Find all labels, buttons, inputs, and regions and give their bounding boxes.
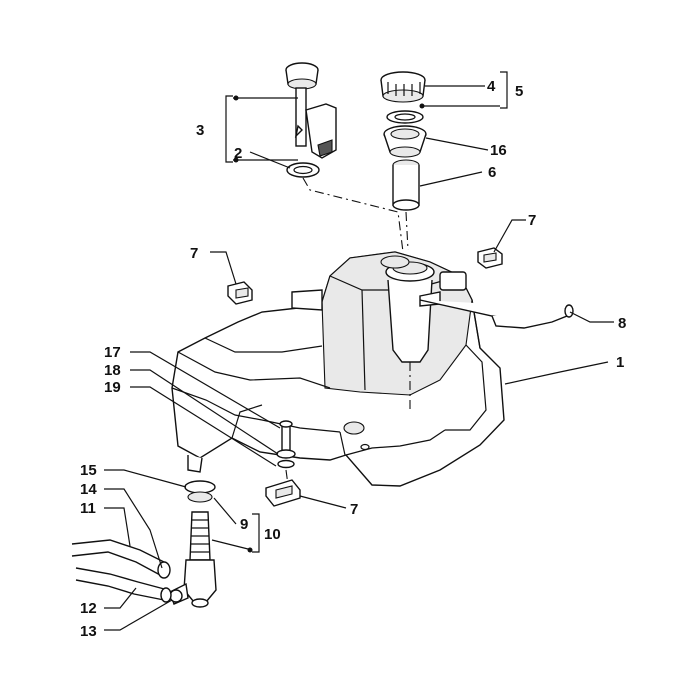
callout-17: 17 (104, 344, 121, 361)
bracket-3 (225, 95, 233, 163)
callout-7-left: 7 (190, 245, 198, 262)
assembly-line-filter (405, 211, 409, 251)
clip-bottom (265, 479, 301, 507)
washer-lower (277, 459, 295, 469)
callout-14: 14 (80, 481, 97, 498)
mounting-screw (279, 420, 293, 452)
assembly-line-screw (285, 469, 289, 486)
leader-lines (104, 85, 614, 631)
fuel-level-sender (285, 62, 337, 159)
bracket-10 (252, 513, 260, 553)
fuel-tap (169, 511, 217, 608)
washer-upper (276, 449, 296, 459)
bracket-5 (500, 71, 508, 109)
callout-5: 5 (515, 83, 523, 100)
callout-19: 19 (104, 379, 121, 396)
leader-dots (233, 95, 425, 553)
callout-15: 15 (80, 462, 97, 479)
tap-gasket (184, 480, 216, 503)
fuel-hose-lower (75, 567, 172, 603)
filler-neck-insert (383, 125, 427, 158)
cap-seal-ring (386, 110, 424, 124)
clip-left (227, 281, 253, 305)
callout-6: 6 (488, 164, 496, 181)
callout-18: 18 (104, 362, 121, 379)
fuel-filter (392, 159, 420, 211)
fuel-tank (171, 251, 505, 487)
callout-7-right: 7 (528, 212, 536, 229)
callout-2: 2 (234, 145, 242, 162)
callout-4: 4 (487, 78, 496, 95)
callout-7-bottom: 7 (350, 501, 358, 518)
callout-11: 11 (80, 500, 96, 517)
callout-9: 9 (240, 516, 248, 533)
callout-8: 8 (618, 315, 626, 332)
callout-3: 3 (196, 122, 204, 139)
callout-12: 12 (80, 600, 97, 617)
clip-right (477, 247, 503, 269)
callout-10: 10 (264, 526, 281, 543)
callout-16: 16 (490, 142, 507, 159)
callout-1: 1 (616, 354, 624, 371)
fuel-filler-cap (380, 71, 426, 103)
sender-gasket (286, 162, 320, 178)
assembly-line-sender (302, 177, 404, 253)
callout-13: 13 (80, 623, 97, 640)
